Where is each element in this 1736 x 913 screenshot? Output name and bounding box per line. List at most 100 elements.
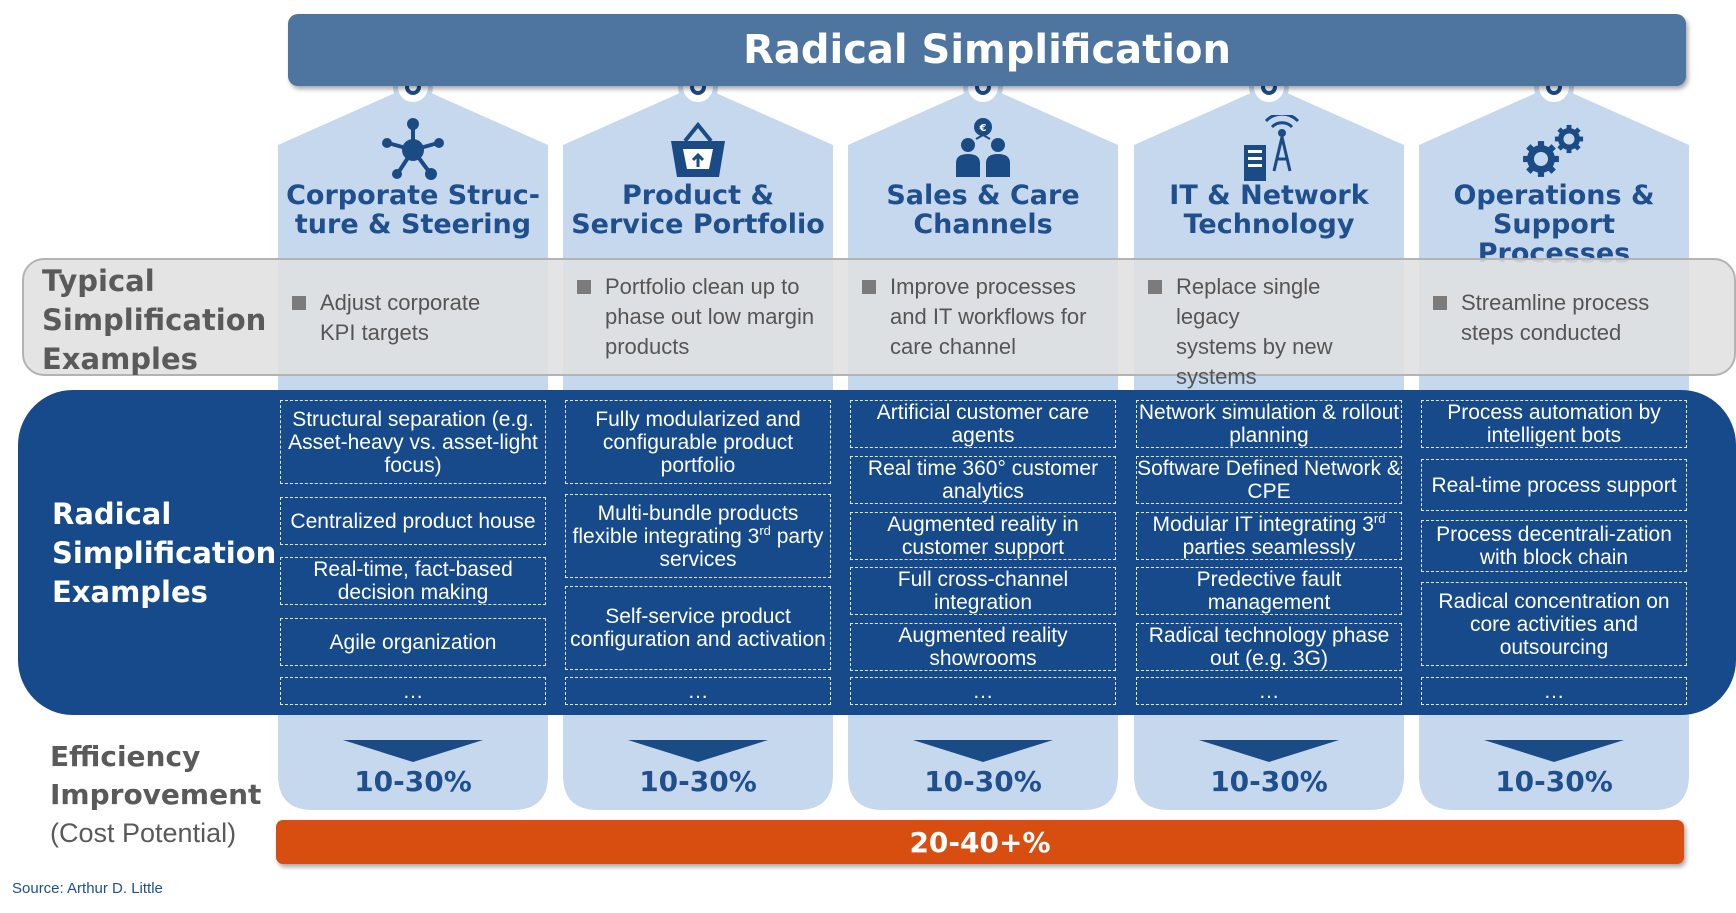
radical-example-text: Radical concentration on core activities…: [1422, 590, 1686, 659]
radical-example-text-part: Real time 360° customer analytics: [867, 457, 1099, 503]
radical-example-text-part: Centralized product house: [290, 509, 536, 533]
network-nodes-icon: [378, 115, 448, 185]
basket-icon: [663, 115, 733, 185]
efficiency-value: 10-30%: [1210, 765, 1328, 798]
radical-example-box: Radical technology phase out (e.g. 3G): [1136, 623, 1402, 671]
radical-example-box: Augmented reality in customer support: [850, 512, 1116, 560]
radical-example-text-part: Radical concentration on core activities…: [1438, 589, 1670, 659]
radical-example-box: Real-time process support: [1421, 459, 1687, 511]
typical-example-line: systems by new: [1176, 334, 1333, 359]
radical-example-text: Process automation by intelligent bots: [1422, 401, 1686, 447]
arrow-down-icon: [1199, 740, 1339, 762]
superscript-text: rd: [759, 522, 771, 538]
typical-example-line: phase out low margin: [605, 304, 815, 329]
radical-example-text: Self-service product configuration and a…: [566, 605, 830, 651]
radical-example-text: …: [688, 680, 709, 703]
server-antenna-icon: [1234, 112, 1304, 185]
radical-examples-band: [18, 390, 1736, 715]
pillar-title-line: Corporate Struc-: [286, 180, 540, 211]
radical-example-box: …: [565, 677, 831, 705]
arrow-down-icon: [913, 740, 1053, 762]
radical-example-box: Artificial customer care agents: [850, 400, 1116, 448]
radical-example-text: Structural separation (e.g. Asset-heavy …: [281, 408, 545, 477]
radical-example-text-part: Process decentrali-zation with block cha…: [1436, 523, 1672, 569]
radical-example-text-part: Software Defined Network & CPE: [1137, 457, 1401, 503]
radical-example-text-part: Process automation by intelligent bots: [1447, 401, 1661, 447]
typical-example-line: Portfolio clean up to: [605, 274, 800, 299]
radical-example-text: Real-time process support: [1431, 474, 1676, 497]
radical-example-text: Agile organization: [330, 631, 497, 654]
arrow-down-icon: [343, 740, 483, 762]
radical-example-text-part: Artificial customer care agents: [876, 401, 1090, 447]
radical-example-text: …: [403, 680, 424, 703]
pillar-title: Corporate Struc- ture & Steering: [278, 181, 548, 239]
title-banner: Radical Simplification: [288, 14, 1686, 86]
svg-text:€: €: [979, 123, 987, 134]
pillar-title: Sales & Care Channels: [848, 181, 1118, 239]
radical-example-box: Modular IT integrating 3rd parties seaml…: [1136, 512, 1402, 560]
arrow-down-icon: [628, 740, 768, 762]
radical-example-text: …: [1259, 680, 1280, 703]
radical-example-text-part: Augmented reality in customer support: [887, 513, 1079, 559]
radical-example-text-part: …: [1258, 679, 1280, 703]
radical-example-text: Radical technology phase out (e.g. 3G): [1137, 624, 1401, 670]
radical-example-box: Real-time, fact-based decision making: [280, 557, 546, 605]
efficiency-label-line: Efficiency: [50, 740, 201, 773]
efficiency-label: Efficiency Improvement: [50, 738, 280, 814]
gears-icon: [1519, 115, 1589, 185]
bullet-square-icon: [577, 280, 591, 294]
radical-example-text-part: …: [402, 679, 424, 703]
radical-example-box: …: [280, 677, 546, 705]
typical-example: Portfolio clean up to phase out low margi…: [575, 272, 815, 362]
radical-example-box: Agile organization: [280, 618, 546, 666]
radical-example-box: …: [1136, 677, 1402, 705]
typical-examples-label: Typical Simplification Examples: [42, 262, 272, 379]
efficiency-label-line: Improvement: [50, 778, 262, 811]
cost-potential-label: (Cost Potential): [50, 818, 237, 848]
radical-example-text-part: Augmented reality showrooms: [898, 624, 1068, 670]
radical-example-text-part: Modular IT integrating 3: [1152, 513, 1374, 536]
typical-label-line: Typical: [42, 264, 155, 298]
radical-example-text-part: Real-time process support: [1431, 473, 1677, 497]
bullet-square-icon: [1148, 280, 1162, 294]
radical-example-box: …: [850, 677, 1116, 705]
diagram-title: Radical Simplification: [743, 27, 1231, 73]
radical-example-text: …: [973, 680, 994, 703]
pillar-title: IT & Network Technology: [1134, 181, 1404, 239]
total-efficiency-value: 20-40+%: [909, 825, 1051, 859]
radical-example-box: Full cross-channel integration: [850, 567, 1116, 615]
radical-example-text: Fully modularized and configurable produ…: [566, 408, 830, 477]
bullet-square-icon: [1433, 296, 1447, 310]
pillar-title-line: Service Portfolio: [571, 209, 825, 240]
typical-example-line: Adjust corporate: [320, 290, 481, 315]
radical-example-text: Multi-bundle products flexible integrati…: [566, 502, 830, 571]
radical-example-text-part: Network simulation & rollout planning: [1138, 401, 1400, 447]
radical-example-box: Centralized product house: [280, 497, 546, 545]
radical-example-text-part: Fully modularized and configurable produ…: [595, 407, 801, 477]
efficiency-value: 10-30%: [1495, 765, 1613, 798]
radical-examples-label: Radical Simplification Examples: [52, 495, 282, 612]
typical-example-line: Replace single legacy: [1176, 274, 1321, 329]
radical-example-text: Augmented reality showrooms: [851, 624, 1115, 670]
radical-example-box: Multi-bundle products flexible integrati…: [565, 494, 831, 578]
radical-example-text-part: Predective fault management: [1196, 568, 1342, 614]
pillar-title-line: Product &: [621, 180, 775, 211]
pillar-title: Product & Service Portfolio: [563, 181, 833, 239]
radical-example-box: Predective fault management: [1136, 567, 1402, 615]
radical-example-text-part: Self-service product configuration and a…: [570, 605, 826, 651]
radical-example-text-part: Radical technology phase out (e.g. 3G): [1148, 624, 1390, 670]
efficiency-value: 10-30%: [924, 765, 1042, 798]
bullet-square-icon: [862, 280, 876, 294]
radical-example-text-part: …: [687, 679, 709, 703]
radical-example-box: Real time 360° customer analytics: [850, 456, 1116, 504]
radical-example-box: Process decentrali-zation with block cha…: [1421, 520, 1687, 572]
radical-example-text: Real time 360° customer analytics: [851, 457, 1115, 503]
pillar-title-line: IT & Network: [1169, 180, 1369, 211]
pillar-title-line: Channels: [913, 209, 1053, 240]
radical-example-text: Artificial customer care agents: [851, 401, 1115, 447]
radical-example-text: Software Defined Network & CPE: [1137, 457, 1401, 503]
radical-example-text-part: parties seamlessly: [1182, 536, 1356, 559]
pillar-title-line: ture & Steering: [294, 209, 532, 240]
